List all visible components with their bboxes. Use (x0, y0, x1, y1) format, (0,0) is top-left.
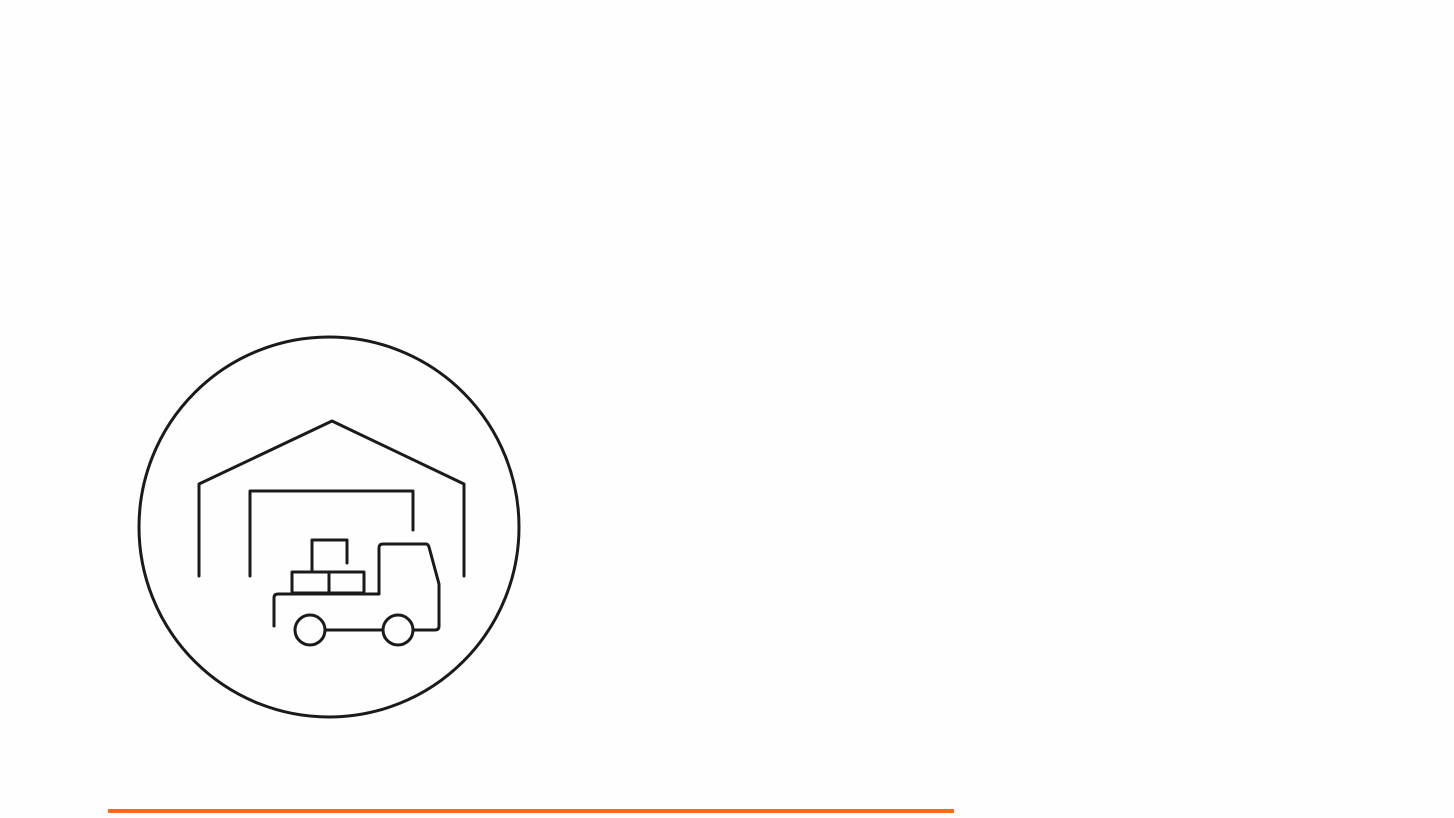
icon-circle-outline (137, 335, 521, 719)
top-box (310, 538, 349, 574)
warehouse-door (248, 489, 415, 578)
forklift-rear-wheel (293, 613, 327, 647)
accent-divider-line (108, 809, 954, 813)
forklift-front-wheel (381, 613, 415, 647)
forklift-body (272, 542, 441, 632)
warehouse-roof (197, 419, 466, 578)
